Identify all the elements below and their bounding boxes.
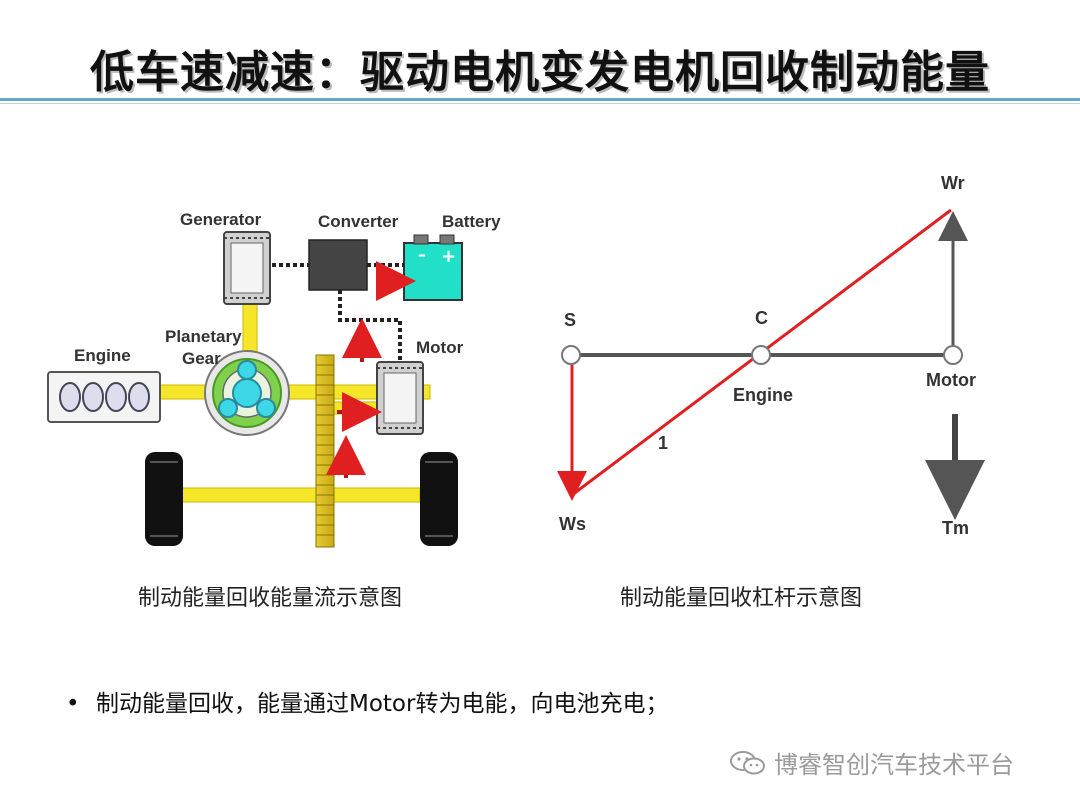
svg-text:+: + (441, 246, 456, 267)
ws-label: Ws (559, 514, 586, 534)
converter-label: Converter (318, 212, 399, 231)
planetary-gear (204, 350, 290, 436)
lever-diagram: Wr S C Engine Motor 1 Ws Tm (557, 173, 985, 538)
ratio-label: 1 (658, 433, 668, 453)
svg-text:–: – (418, 245, 426, 264)
bullet-dot-icon: • (66, 691, 80, 717)
bullet-point: • 制动能量回收，能量通过Motor转为电能，向电池充电； (66, 684, 668, 718)
motor-unit (376, 361, 424, 435)
generator-label: Generator (180, 210, 262, 229)
reduction-gear (315, 354, 335, 548)
right-caption: 制动能量回收杠杆示意图 (620, 586, 863, 611)
motor-label: Motor (416, 338, 464, 357)
planetary-label: Planetary (165, 327, 242, 346)
battery-unit: – + (403, 234, 463, 301)
engine-label: Engine (74, 346, 131, 365)
ring-node (943, 345, 963, 365)
bullet-text: 制动能量回收，能量通过Motor转为电能，向电池充电； (96, 691, 669, 717)
wechat-icon (730, 750, 765, 774)
right-wheel (420, 452, 458, 546)
engine-node-label: Engine (733, 385, 793, 405)
watermark: 博睿智创汽车技术平台 (728, 745, 1014, 780)
left-caption: 制动能量回收能量流示意图 (138, 586, 403, 611)
energy-flow-arrows (326, 261, 416, 478)
title-divider-thin (0, 103, 1080, 104)
title-divider (0, 98, 1080, 101)
wr-label: Wr (941, 173, 965, 193)
generator-unit (223, 231, 271, 305)
left-wheel (145, 452, 183, 546)
energy-flow-diagram: – + Generator (47, 210, 501, 548)
page-title: 低车速减速：驱动电机变发电机回收制动能量 (90, 47, 990, 98)
motor-node-label: Motor (926, 370, 976, 390)
sun-node (561, 345, 581, 365)
tm-label: Tm (942, 518, 969, 538)
gear-label: Gear (182, 349, 221, 368)
watermark-text: 博睿智创汽车技术平台 (774, 751, 1014, 779)
s-label: S (564, 310, 576, 330)
c-label: C (755, 308, 768, 328)
carrier-node (751, 345, 771, 365)
axle-shaft (169, 487, 421, 503)
battery-label: Battery (442, 212, 501, 231)
converter-box (308, 239, 368, 291)
